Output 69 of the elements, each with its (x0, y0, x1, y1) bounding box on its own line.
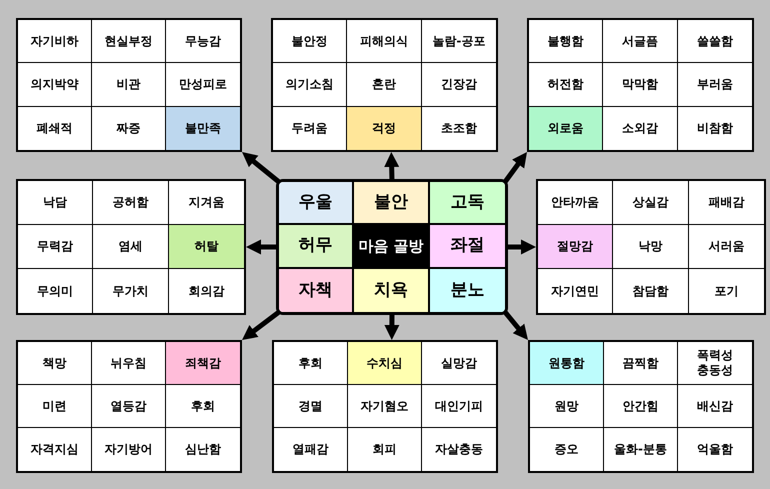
category-cell: 우울 (279, 182, 354, 226)
table-cell: 비관 (92, 63, 166, 107)
table-cell: 의지박약 (18, 63, 92, 107)
table-cell: 자기혐오 (348, 385, 422, 428)
emotion-table (527, 18, 754, 152)
center-table (276, 179, 508, 315)
emotion-table (528, 340, 754, 473)
table-cell: 허전함 (529, 63, 604, 107)
arrow (503, 310, 530, 342)
table-cell: 쓸쓸함 (678, 20, 752, 64)
category-cell: 자책 (279, 268, 354, 312)
category-cell: 불안 (354, 182, 430, 226)
table-cell: 서러움 (688, 225, 764, 269)
category-cell: 허무 (279, 225, 354, 269)
table-cell: 끔찍함 (604, 342, 678, 385)
center-cell: 마음 골방 (354, 225, 430, 269)
table-cell: 무력감 (18, 225, 94, 269)
table-cell: 안간힘 (604, 385, 678, 428)
emotion-table (16, 340, 242, 473)
category-cell: 좌절 (430, 225, 505, 269)
highlighted-cell: 수치심 (348, 342, 422, 385)
emotion-table (16, 18, 242, 152)
highlighted-cell: 걱정 (347, 106, 422, 150)
table-cell: 부러움 (678, 63, 752, 107)
table-cell: 열등감 (92, 385, 166, 428)
table-cell: 공허함 (93, 181, 169, 225)
table-cell: 후회 (274, 342, 348, 385)
category-cell: 치욕 (354, 268, 430, 312)
arrow (240, 310, 280, 342)
emotion-table (16, 179, 246, 315)
category-cell: 고독 (430, 182, 505, 226)
table-cell: 경멸 (274, 385, 348, 428)
emotion-table (271, 18, 498, 152)
highlighted-cell: 절망감 (538, 225, 614, 269)
table-cell: 긴장감 (422, 63, 496, 107)
table-cell: 비참함 (678, 106, 752, 150)
table-cell: 불행함 (529, 20, 604, 64)
table-cell: 원망 (530, 385, 604, 428)
table-cell: 낙담 (18, 181, 94, 225)
table-cell: 현실부정 (92, 20, 166, 64)
table-cell: 미련 (18, 385, 92, 428)
table-cell: 패배감 (688, 181, 764, 225)
table-cell: 폐쇄적 (18, 106, 92, 150)
table-cell: 낙망 (613, 225, 689, 269)
highlighted-cell: 허탈 (168, 225, 244, 269)
table-cell: 불안정 (273, 20, 348, 64)
arrow (502, 150, 530, 184)
table-cell: 의기소침 (273, 63, 348, 107)
highlighted-cell: 외로움 (529, 106, 604, 150)
table-cell: 서글픔 (603, 20, 678, 64)
highlighted-cell: 불만족 (166, 106, 240, 150)
table-cell: 놀람-공포 (422, 20, 496, 64)
table-cell: 뉘우침 (92, 342, 166, 385)
table-cell: 자기비하 (18, 20, 92, 64)
highlighted-cell: 죄책감 (166, 342, 240, 385)
table-cell: 피해의식 (347, 20, 422, 64)
table-cell: 상실감 (613, 181, 689, 225)
table-cell: 안타까움 (538, 181, 614, 225)
emotion-table (536, 179, 766, 315)
emotion-table (272, 340, 498, 473)
table-cell: 막막함 (603, 63, 678, 107)
table-cell: 소외감 (603, 106, 678, 150)
arrow (240, 150, 281, 184)
table-cell: 책망 (18, 342, 92, 385)
table-cell: 짜증 (92, 106, 166, 150)
highlighted-cell: 원통함 (530, 342, 604, 385)
category-cell: 분노 (430, 268, 505, 312)
table-cell: 혼란 (347, 63, 422, 107)
table-cell: 염세 (93, 225, 169, 269)
